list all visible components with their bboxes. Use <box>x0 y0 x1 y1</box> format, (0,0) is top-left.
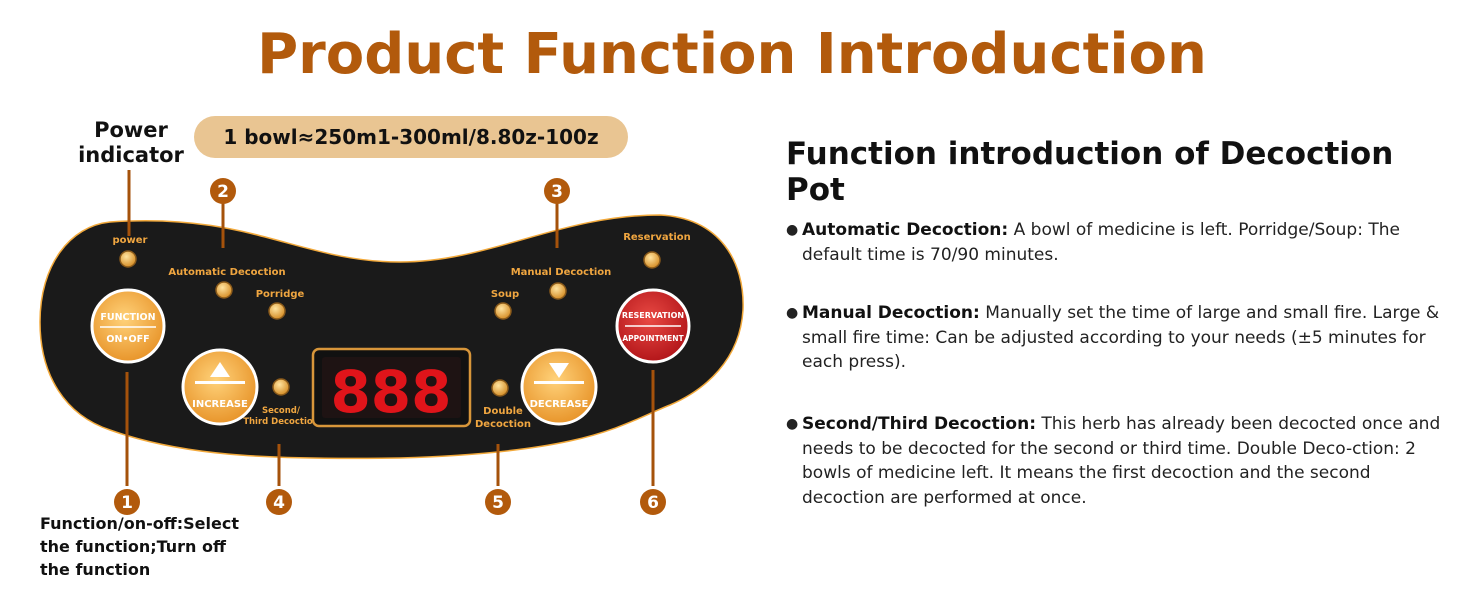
led-display: 888 <box>311 347 472 428</box>
soup-text: Soup <box>491 289 519 300</box>
double-decoction-text-line1: Double <box>483 406 523 417</box>
appointment-button-label: APPOINTMENT <box>622 334 684 343</box>
power-indicator-led <box>119 250 137 268</box>
bullet-icon: ● <box>786 416 799 432</box>
power-indicator-text: power <box>113 235 148 246</box>
second-third-text-line2: Third Decoction <box>243 417 319 427</box>
callout-number-3: 3 <box>544 178 570 204</box>
increase-label: INCREASE <box>192 399 248 410</box>
function-button-label: FUNCTION <box>100 312 155 323</box>
callout-number-2: 2 <box>210 178 236 204</box>
svg-text:1: 1 <box>121 493 133 513</box>
automatic-decoction-led <box>215 281 233 299</box>
feature-text: Manually set the time of large and small… <box>802 303 1440 372</box>
feature-text: A bowl of medicine is left. Porridge/Sou… <box>802 220 1400 265</box>
feature-automatic-decoction: ● Automatic Decoction: A bowl of medicin… <box>786 218 1446 267</box>
callout-number-5: 5 <box>485 489 511 515</box>
soup-led <box>494 302 512 320</box>
feature-text: This herb has already been decocted once… <box>802 414 1441 508</box>
svg-text:4: 4 <box>273 493 285 513</box>
arrow-up-icon <box>210 362 230 377</box>
automatic-decoction-text: Automatic Decoction <box>168 267 285 278</box>
function-introduction-heading: Function introduction of Decoction Pot <box>786 136 1394 208</box>
control-panel-diagram: 2 3 1 4 5 6 power Automatic Decoction Po… <box>39 170 744 515</box>
manual-decoction-text: Manual Decoction <box>511 267 612 278</box>
increase-button[interactable]: INCREASE <box>181 348 259 426</box>
arrow-down-icon <box>549 363 569 378</box>
page-title: Product Function Introduction <box>257 22 1207 87</box>
bullet-icon: ● <box>786 222 799 238</box>
manual-decoction-led <box>549 282 567 300</box>
svg-text:2: 2 <box>217 182 229 202</box>
double-decoction-led <box>491 379 509 397</box>
function-onoff-description: Function/on-off:Select the function;Turn… <box>40 514 239 579</box>
power-indicator-label: Power indicator <box>78 118 184 167</box>
function-onoff-button[interactable]: FUNCTION ON•OFF <box>90 288 166 364</box>
reservation-button-label: RESERVATION <box>622 311 684 320</box>
feature-name: Second/Third Decoction: <box>802 414 1037 434</box>
callout-lines <box>125 170 655 486</box>
svg-text:3: 3 <box>551 182 563 202</box>
feature-manual-decoction: ● Manual Decoction: Manually set the tim… <box>786 301 1446 375</box>
display-digits: 888 <box>330 358 451 426</box>
onoff-button-label: ON•OFF <box>106 334 149 345</box>
reservation-led <box>643 251 661 269</box>
capacity-pill: 1 bowl≈250m1-300ml/8.80z-100z <box>194 116 628 158</box>
svg-text:5: 5 <box>492 493 504 513</box>
feature-second-third-decoction: ● Second/Third Decoction: This herb has … <box>786 412 1446 510</box>
svg-text:6: 6 <box>647 493 659 513</box>
second-third-text-line1: Second/ <box>262 406 301 416</box>
feature-name: Manual Decoction: <box>802 303 980 323</box>
decrease-label: DECREASE <box>530 399 589 410</box>
callout-number-1: 1 <box>114 489 140 515</box>
second-third-decoction-led <box>272 378 290 396</box>
double-decoction-text-line2: Decoction <box>475 419 531 430</box>
feature-name: Automatic Decoction: <box>802 220 1009 240</box>
bullet-icon: ● <box>786 305 799 321</box>
decrease-button[interactable]: DECREASE <box>520 348 598 426</box>
callout-number-4: 4 <box>266 489 292 515</box>
callout-number-6: 6 <box>640 489 666 515</box>
reservation-appointment-button[interactable]: RESERVATION APPOINTMENT <box>615 288 691 364</box>
reservation-indicator-text: Reservation <box>623 232 691 243</box>
porridge-led <box>268 302 286 320</box>
porridge-text: Porridge <box>256 289 305 300</box>
